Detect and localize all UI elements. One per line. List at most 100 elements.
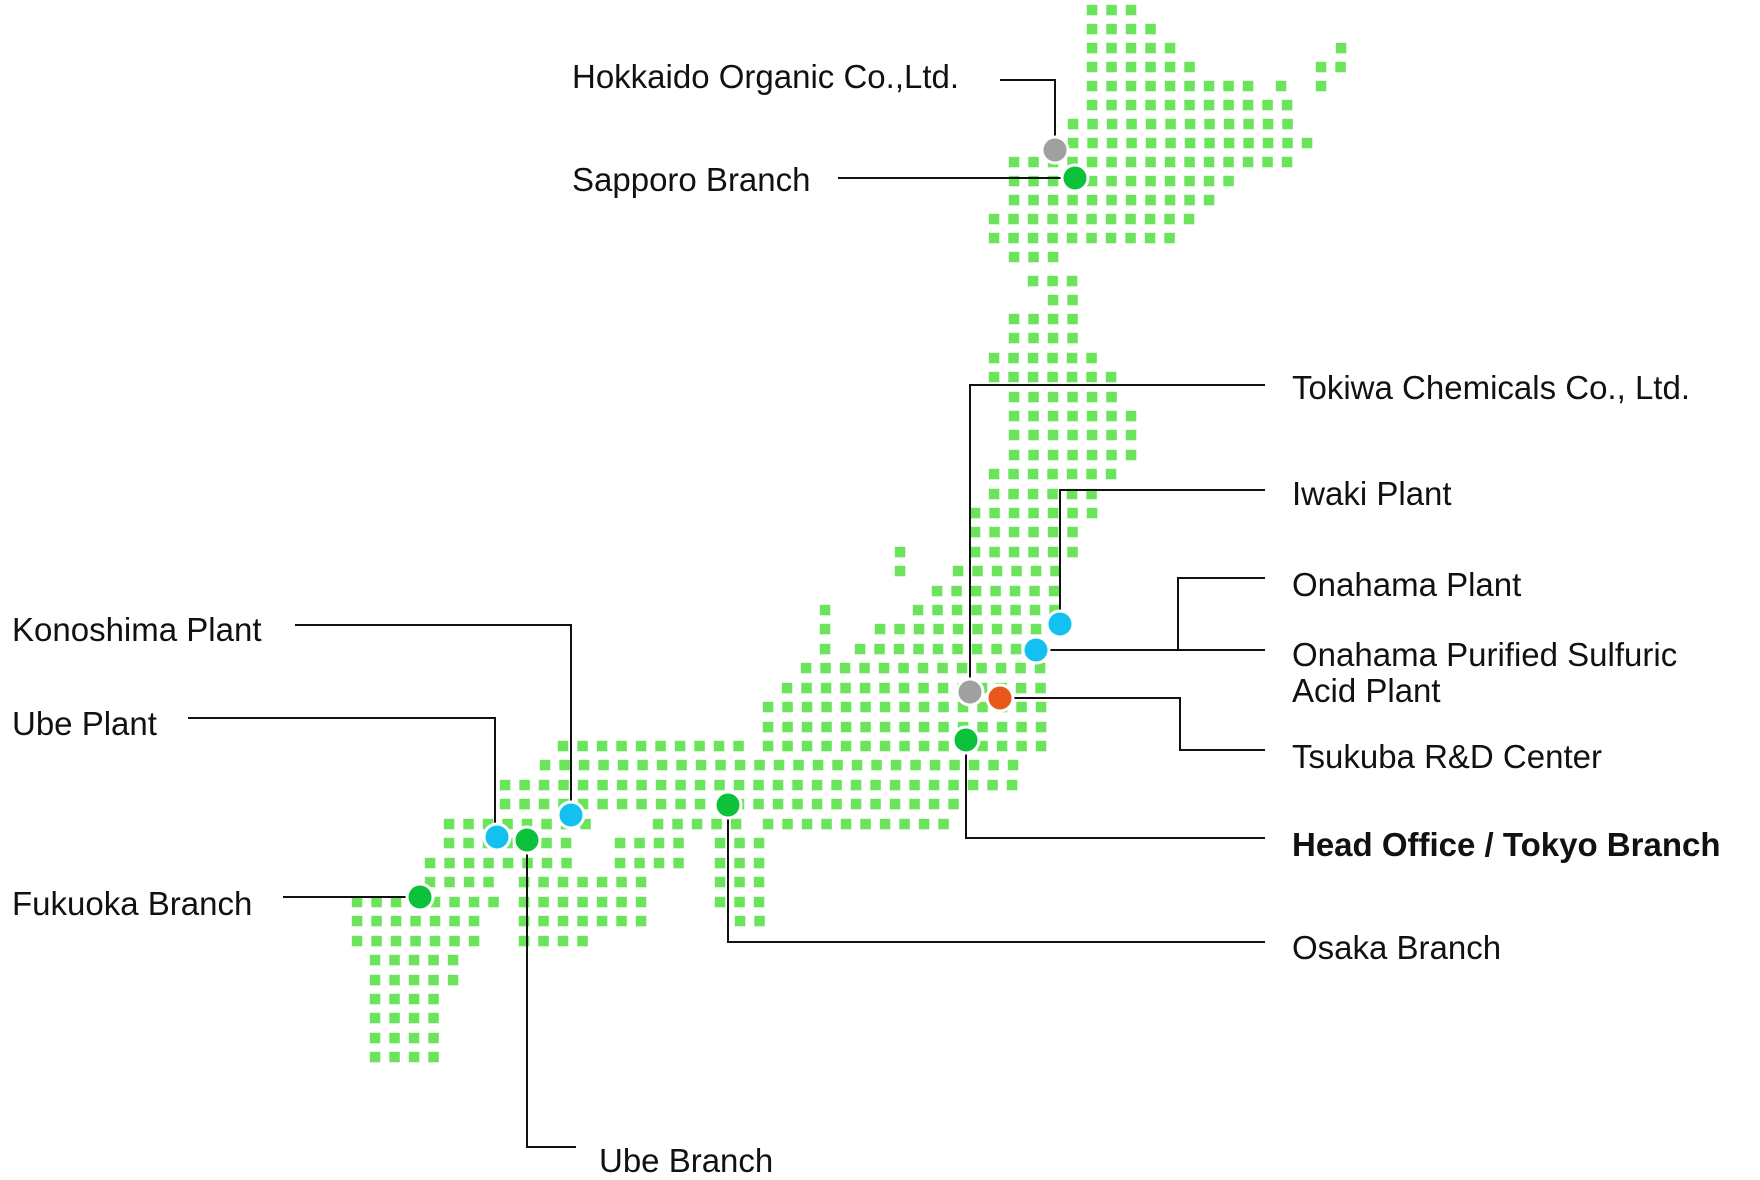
land-dot [968,759,980,771]
land-dot [1029,604,1041,616]
land-dot [1008,507,1020,519]
land-dot [1125,175,1137,187]
land-dot [894,546,906,558]
land-dot [635,915,647,927]
land-dot [938,818,949,830]
land-dot [538,896,549,908]
land-dot [933,623,944,635]
land-dot [1028,313,1039,325]
land-dot [734,876,745,888]
land-dot [410,915,421,927]
land-dot [753,798,764,810]
land-dot [1086,352,1097,364]
land-dot [917,662,929,674]
land-dot [762,721,774,733]
land-dot [1126,118,1137,130]
land-dot [734,837,745,849]
land-dot [893,643,905,655]
land-dot [952,623,964,635]
land-dot [792,779,803,791]
land-dot [1066,352,1078,364]
land-dot [637,759,648,771]
land-dot [860,818,871,830]
land-dot [1027,488,1039,500]
land-dot [502,857,514,869]
land-dot [1086,410,1098,422]
land-dot [557,896,569,908]
land-dot [753,876,765,888]
land-dot [499,798,511,810]
land-dot [1047,175,1059,187]
land-dot [596,896,608,908]
land-dot [616,896,627,908]
land-dot [577,798,589,810]
land-dot [937,662,948,674]
land-dot [1086,23,1098,35]
land-dot [672,818,683,830]
land-dot [389,1032,400,1044]
land-dot [1006,779,1018,791]
land-dot [1125,194,1137,206]
land-dot [1204,137,1215,149]
land-dot [714,779,725,791]
land-dot [1067,449,1078,461]
land-dot [502,818,513,830]
land-dot [812,759,824,771]
land-dot [1165,137,1176,149]
land-dot [1145,99,1156,111]
land-dot [1016,701,1027,713]
land-dot [782,740,793,752]
land-dot [1105,468,1117,480]
land-dot [1281,156,1293,168]
land-dot [1262,99,1273,111]
marker-ube-branch [512,825,542,855]
land-dot [996,740,1008,752]
land-dot [1008,410,1020,422]
land-dot [1047,429,1059,441]
land-dot [652,818,664,830]
land-dot [488,896,499,908]
land-dot [1067,507,1078,519]
land-dot [932,643,944,655]
land-dot [879,740,891,752]
land-dot [969,546,981,558]
land-dot [1184,175,1195,187]
marker-tsukuba-rnd [985,683,1015,713]
land-dot [969,526,981,538]
land-dot [449,896,460,908]
land-dot [429,935,441,947]
leader-line-ube-plant [188,717,496,835]
land-dot [1164,156,1176,168]
land-dot [519,779,530,791]
land-dot [1047,213,1058,225]
land-dot [889,779,901,791]
land-dot [1008,251,1020,263]
land-dot [1145,80,1156,92]
leader-line-head-office [965,740,1265,839]
land-dot [369,974,381,986]
land-dot [541,857,553,869]
land-dot [518,935,530,947]
land-dot [1125,410,1137,422]
land-dot [1028,194,1039,206]
land-dot [390,915,402,927]
land-dot [673,857,684,869]
land-dot [811,779,823,791]
land-dot [1067,332,1078,344]
land-dot [1067,118,1079,130]
marker-iwaki-plant [1045,609,1075,639]
land-dot [753,857,765,869]
land-dot [369,1012,381,1024]
land-dot [1067,546,1078,558]
land-dot [1125,42,1137,54]
land-dot [820,682,832,694]
leader-line-hokkaido-organic [1000,79,1056,150]
land-dot [1106,99,1117,111]
label-ube-branch: Ube Branch [599,1142,774,1179]
land-dot [1315,80,1327,92]
label-sapporo-branch: Sapporo Branch [572,161,811,198]
land-dot [636,779,647,791]
land-dot [1126,137,1137,149]
land-dot [1034,662,1046,674]
leader-lines [188,79,1265,1148]
